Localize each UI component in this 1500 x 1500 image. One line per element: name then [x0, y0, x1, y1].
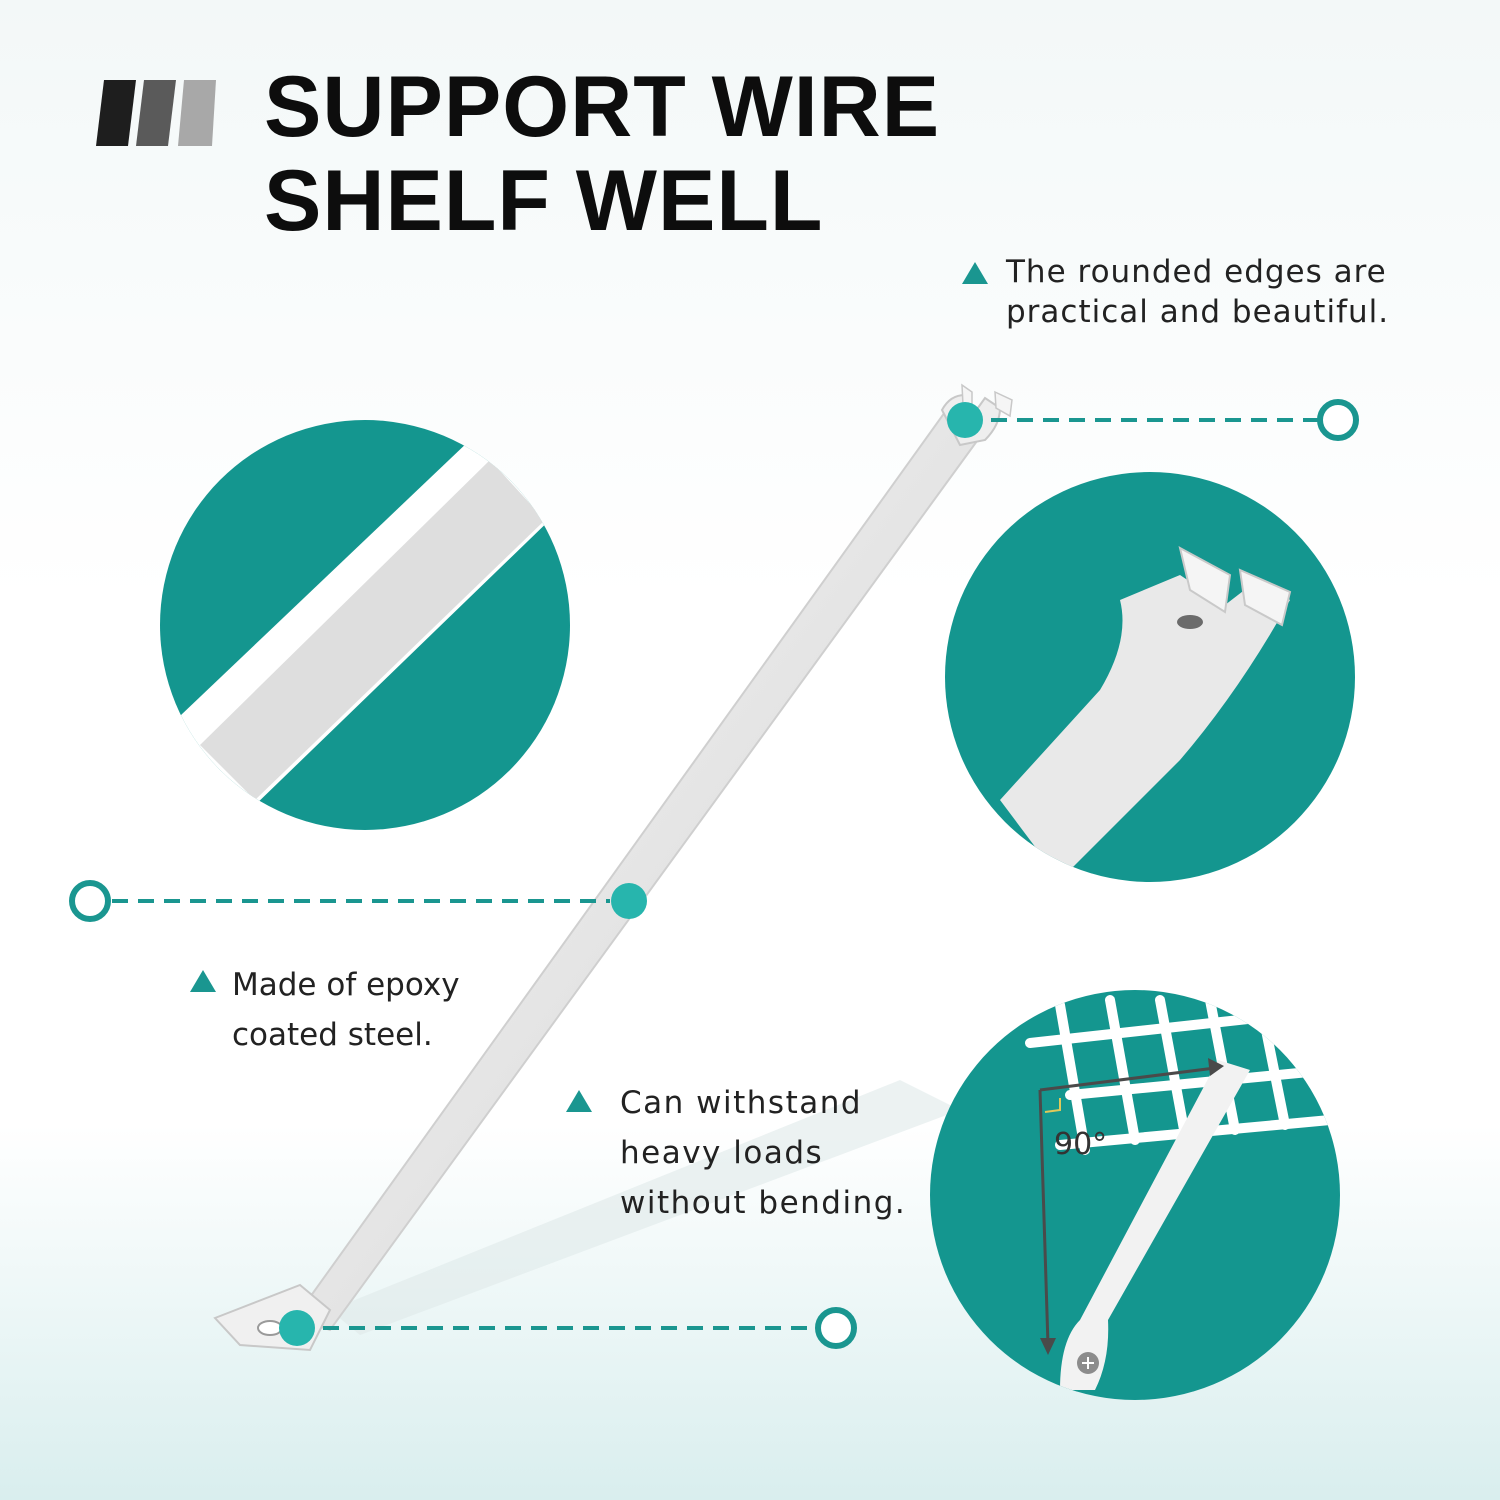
detail-circle-installed — [930, 990, 1340, 1400]
callout-rounded-edges: The rounded edges are practical and beau… — [962, 252, 1389, 332]
callout-load: Can withstand heavy loads without bendin… — [566, 1078, 906, 1228]
brand-bars-icon — [96, 80, 216, 146]
page-title: SUPPORT WIRE SHELF WELL — [264, 60, 940, 248]
callout-line: The rounded edges are — [1006, 254, 1387, 290]
angle-label: 90° — [1054, 1127, 1107, 1162]
callout-line: Made of epoxy — [232, 967, 460, 1003]
title-line-2: SHELF WELL — [264, 153, 824, 249]
callout-line: coated steel. — [232, 1017, 433, 1053]
triangle-bullet-icon — [190, 970, 216, 992]
detail-circle-bar — [160, 420, 570, 830]
triangle-bullet-icon — [962, 262, 988, 284]
callout-line: Can withstand — [620, 1085, 863, 1121]
bar-shadow — [330, 1080, 960, 1335]
callout-material: Made of epoxy coated steel. — [190, 960, 460, 1060]
callout-line: heavy loads — [620, 1135, 824, 1171]
connector-top — [947, 399, 1359, 441]
connector-bottom — [279, 1307, 857, 1349]
callout-line: without bending. — [620, 1185, 907, 1221]
detail-circle-hook — [945, 472, 1355, 882]
connector-middle — [69, 880, 647, 922]
triangle-bullet-icon — [566, 1090, 592, 1112]
callout-line: practical and beautiful. — [1006, 294, 1390, 330]
title-line-1: SUPPORT WIRE — [264, 59, 941, 155]
